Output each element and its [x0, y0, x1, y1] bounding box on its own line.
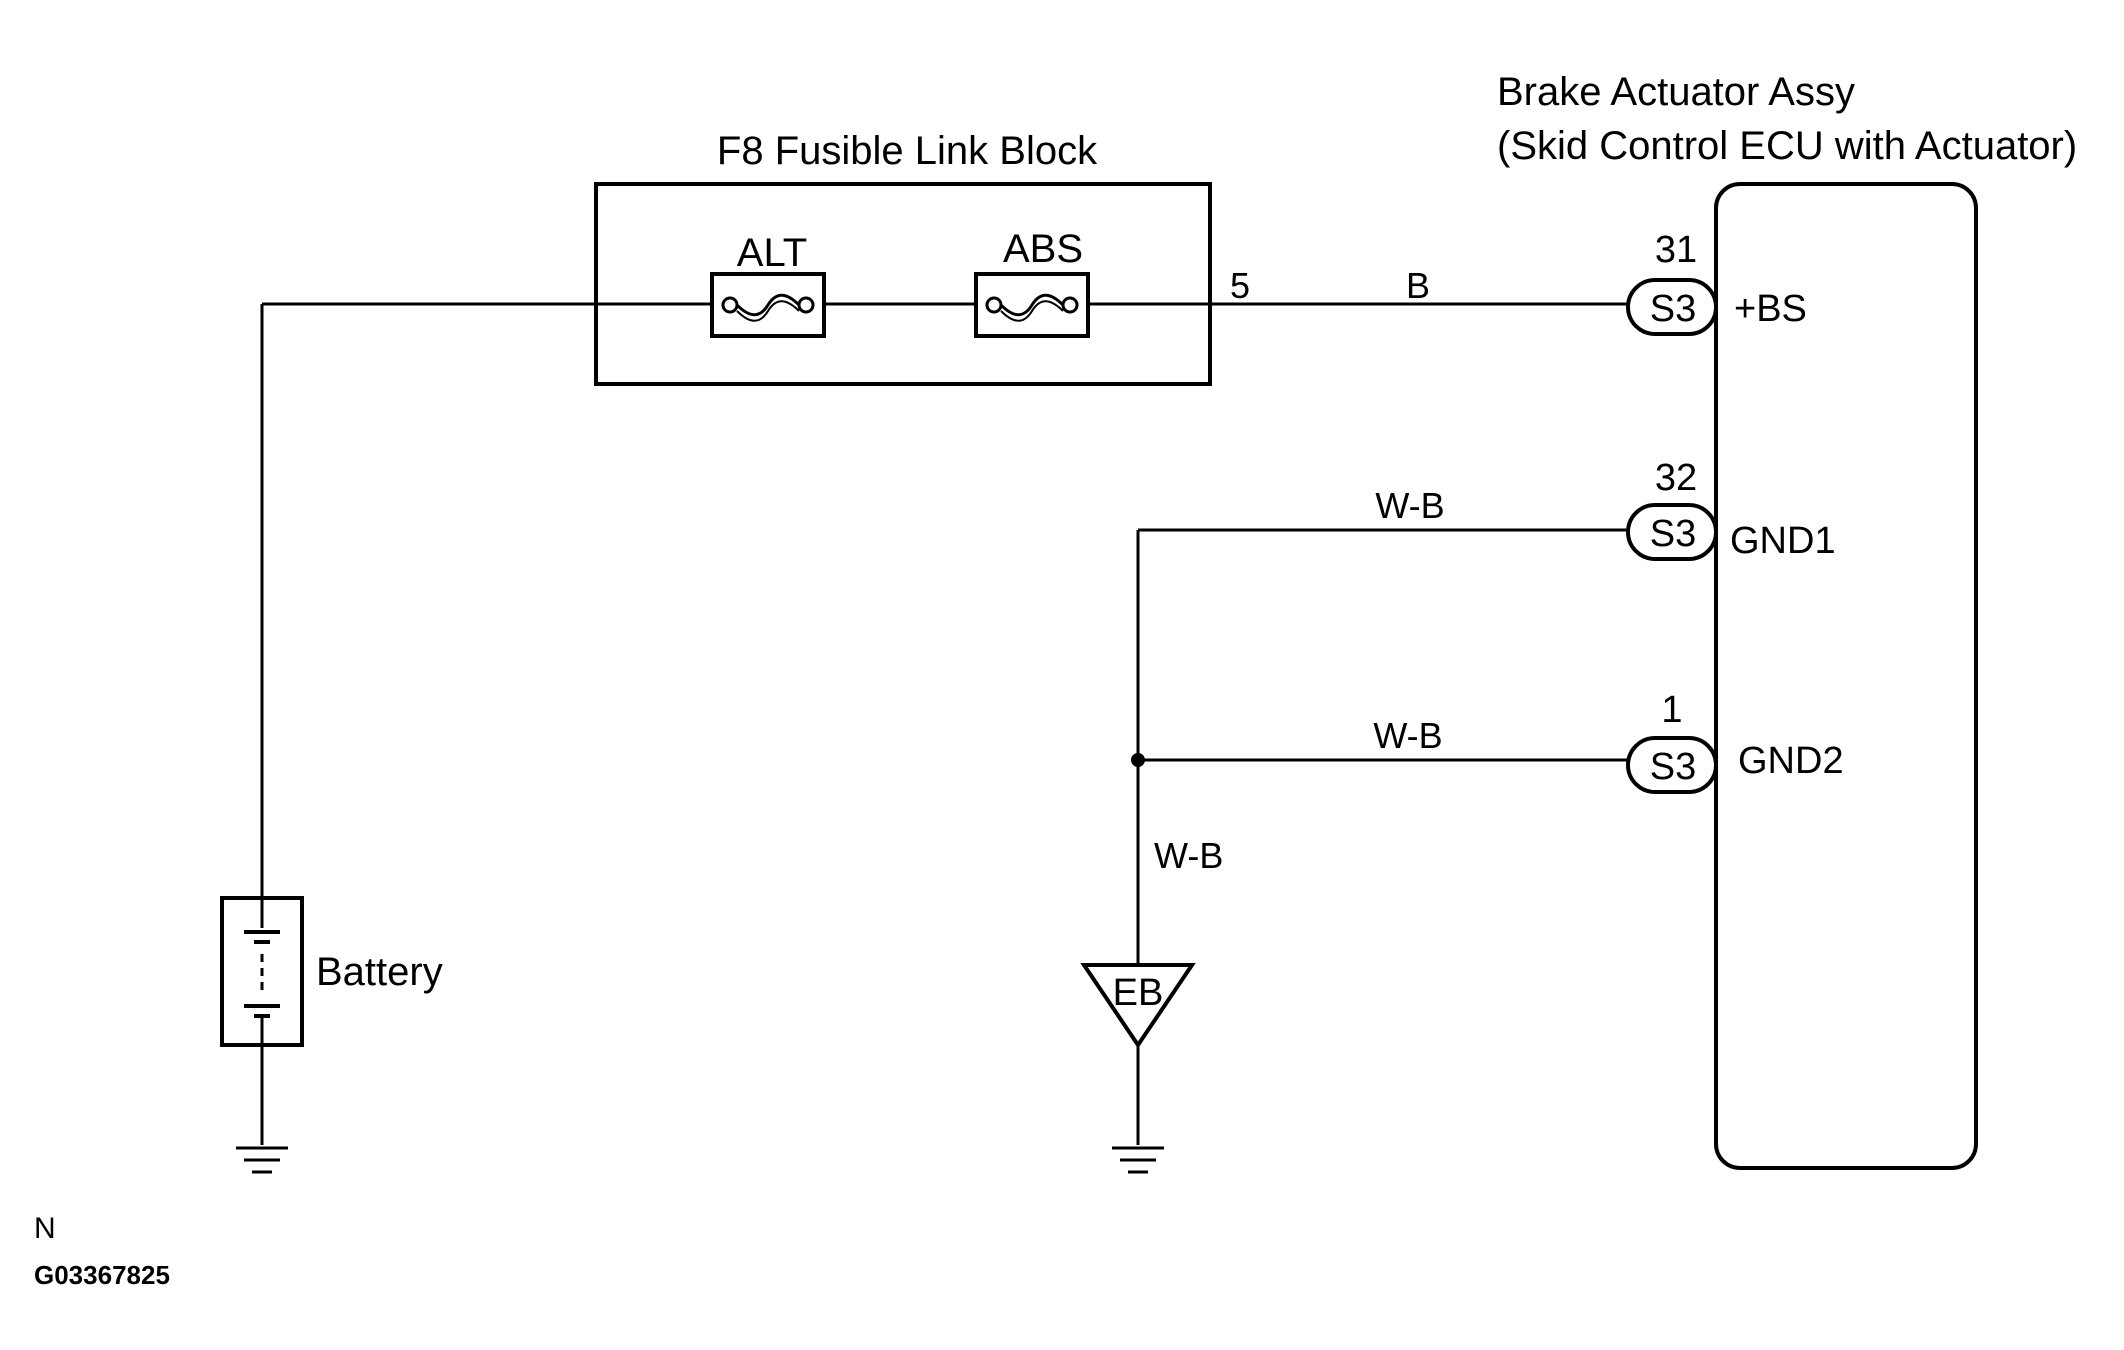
- ecu-pin-bs-number: 31: [1655, 229, 1697, 271]
- brake-actuator-ecu: Brake Actuator Assy (Skid Control ECU wi…: [1497, 70, 2077, 1170]
- fuse-alt-label: ALT: [737, 231, 807, 275]
- fuse-alt: ALT: [710, 231, 826, 338]
- fusible-link-block-title: F8 Fusible Link Block: [717, 129, 1098, 173]
- fuse-abs-terminal-left: [985, 296, 1003, 314]
- ground-point-eb: EB: [1080, 963, 1196, 1049]
- ecu-title-line1: Brake Actuator Assy: [1497, 70, 1855, 114]
- wire-label-power: B: [1406, 265, 1430, 306]
- battery-icon: [244, 898, 280, 1045]
- ecu-box: [1714, 182, 1978, 1170]
- splice-point: [1131, 753, 1145, 767]
- fuse-alt-element-icon: [735, 293, 801, 317]
- ecu-pin-gnd1-connector-label: S3: [1650, 513, 1696, 555]
- ecu-pin-gnd1-number: 32: [1655, 457, 1697, 499]
- eb-ground-icon: [1112, 1146, 1164, 1174]
- ecu-pin-gnd2: 1 S3 GND2: [1626, 689, 1844, 794]
- wire-label-ground-drop: W-B: [1154, 835, 1223, 876]
- footer-figure-id: G03367825: [34, 1260, 170, 1290]
- fuse-abs-label: ABS: [1003, 227, 1083, 271]
- fusible-link-terminal-number: 5: [1230, 265, 1250, 306]
- ground-point-eb-label: EB: [1113, 972, 1164, 1014]
- footer-code: N: [34, 1212, 56, 1245]
- fuse-alt-terminal-right: [797, 296, 815, 314]
- wire-label-gnd1: W-B: [1375, 485, 1444, 526]
- fuse-abs: ABS: [974, 227, 1090, 338]
- fusible-link-block-box: [594, 182, 1212, 386]
- ecu-pin-bs-connector-label: S3: [1650, 288, 1696, 330]
- ecu-pin-bs: 31 S3 +BS: [1626, 229, 1807, 336]
- fuse-alt-terminal-left: [721, 296, 739, 314]
- ground-point-eb-triangle: [1080, 963, 1196, 1049]
- fusible-link-block: F8 Fusible Link Block ALT ABS 5: [594, 129, 1250, 386]
- ecu-pin-gnd2-connector: [1626, 736, 1718, 794]
- battery-ground-icon: [236, 1146, 288, 1174]
- ecu-title-line2: (Skid Control ECU with Actuator): [1497, 124, 2077, 168]
- battery: Battery: [220, 896, 443, 1047]
- wires: [260, 302, 1630, 1145]
- ecu-pin-gnd1-connector: [1626, 503, 1718, 561]
- ecu-pin-gnd1: 32 S3 GND1: [1626, 457, 1836, 562]
- ecu-pin-bs-connector: [1626, 278, 1718, 336]
- ecu-pin-gnd1-name: GND1: [1730, 520, 1836, 562]
- wire-label-gnd2: W-B: [1373, 715, 1442, 756]
- ecu-pin-gnd2-name: GND2: [1738, 740, 1844, 782]
- fuse-abs-element-icon: [999, 293, 1065, 317]
- ecu-pin-gnd2-connector-label: S3: [1650, 746, 1696, 788]
- battery-label: Battery: [316, 950, 443, 994]
- ecu-pin-gnd2-number: 1: [1661, 689, 1682, 731]
- ecu-pin-bs-name: +BS: [1734, 288, 1807, 330]
- fuse-abs-terminal-right: [1061, 296, 1079, 314]
